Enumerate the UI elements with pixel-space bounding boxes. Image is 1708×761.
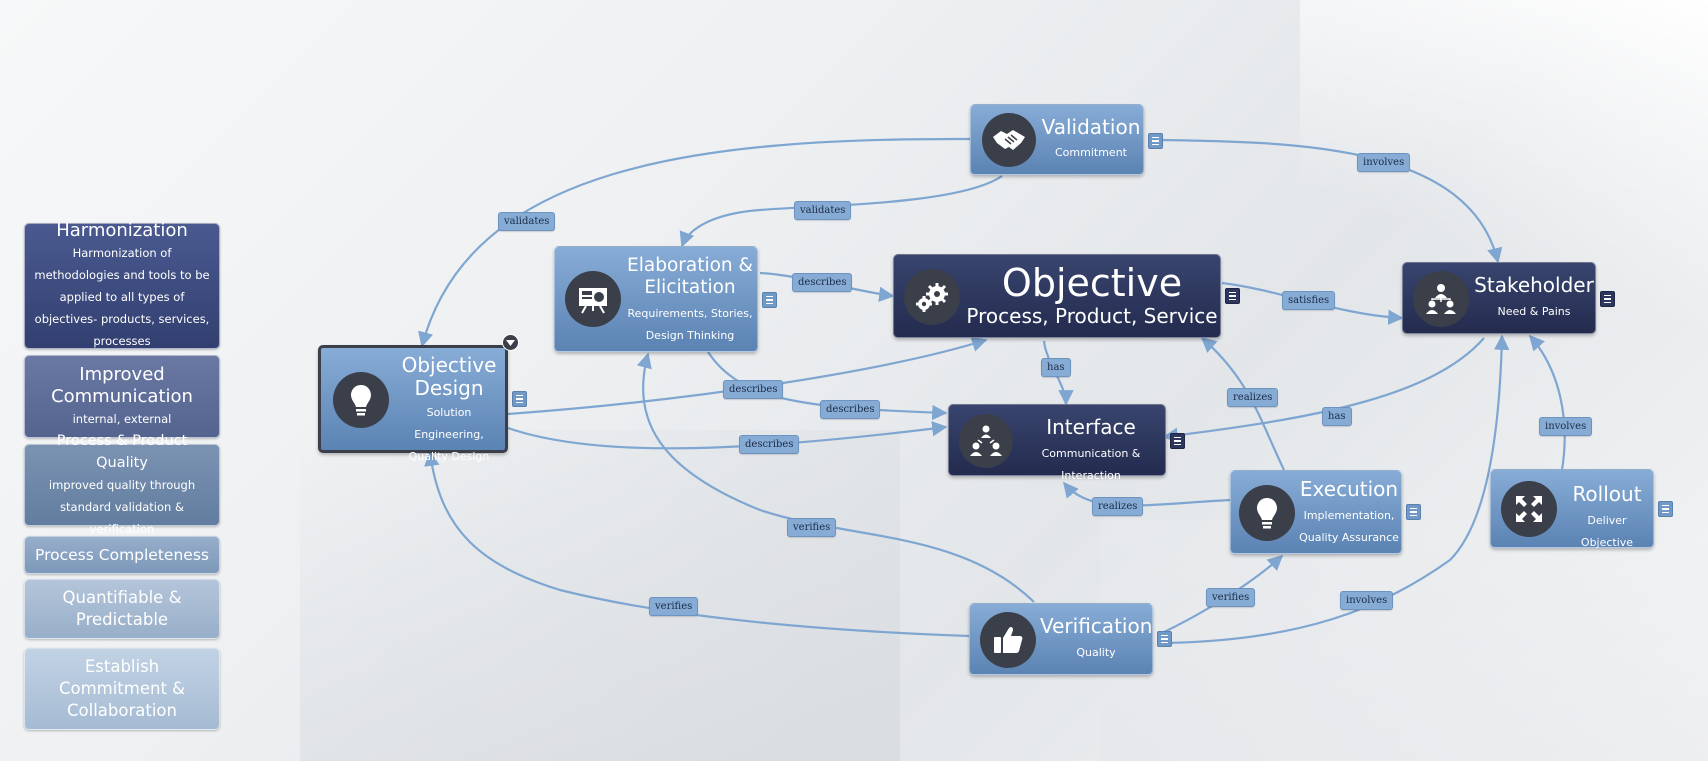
legend-title: Improved Communication bbox=[51, 363, 193, 407]
edge-validation-stakeholder bbox=[1159, 138, 1503, 264]
note-icon[interactable] bbox=[1157, 631, 1172, 647]
edge-label-satisfies[interactable]: satisfies bbox=[1282, 291, 1336, 310]
node-title: Objective bbox=[1001, 261, 1183, 305]
edge-label-verifies[interactable]: verifies bbox=[649, 597, 699, 616]
edge-validation-elaboration bbox=[679, 175, 1003, 248]
edge-label-validates[interactable]: validates bbox=[498, 212, 556, 231]
lightbulb-icon bbox=[1239, 485, 1295, 541]
legend-establish-commitment[interactable]: Establish Commitment & Collaboration bbox=[24, 648, 220, 730]
node-rollout[interactable]: Rollout Deliver Objective bbox=[1490, 469, 1654, 549]
edge-label-verifies[interactable]: verifies bbox=[1206, 588, 1256, 607]
node-validation[interactable]: Validation Commitment bbox=[970, 104, 1144, 175]
expand-arrows-icon bbox=[1501, 481, 1557, 537]
legend-subtitle: internal, external bbox=[72, 411, 172, 426]
edge-label-describes[interactable]: describes bbox=[723, 380, 784, 399]
edge-label-verifies[interactable]: verifies bbox=[787, 518, 837, 537]
edge-label-realizes[interactable]: realizes bbox=[1092, 497, 1144, 516]
legend-title: Establish Commitment & Collaboration bbox=[58, 657, 186, 720]
note-icon[interactable] bbox=[1148, 133, 1163, 149]
edge-label-describes[interactable]: describes bbox=[792, 273, 853, 292]
node-title: Rollout bbox=[1572, 482, 1642, 506]
legend-title: Process & Product Quality bbox=[56, 433, 188, 471]
edge-label-realizes[interactable]: realizes bbox=[1227, 388, 1279, 407]
node-subtitle: Process, Product, Service bbox=[966, 304, 1218, 328]
legend-title: Harmonization bbox=[56, 220, 188, 241]
note-icon[interactable] bbox=[1600, 291, 1615, 307]
node-objective-design[interactable]: Objective Design Solution Engineering, Q… bbox=[318, 345, 508, 463]
node-title: Stakeholder bbox=[1474, 273, 1594, 297]
node-title: Elaboration & Elicitation bbox=[627, 255, 753, 298]
edge-label-involves[interactable]: involves bbox=[1340, 591, 1394, 610]
node-subtitle: Implementation, Quality Assurance bbox=[1299, 509, 1399, 544]
node-subtitle: Solution Engineering, Quality Design bbox=[408, 406, 490, 463]
note-icon[interactable] bbox=[512, 391, 527, 407]
collapse-toggle-icon[interactable] bbox=[502, 334, 519, 351]
legend-improved-communication[interactable]: Improved Communication internal, externa… bbox=[24, 355, 220, 438]
node-subtitle: Quality bbox=[1076, 646, 1116, 659]
edge-verification-stakeholder bbox=[1167, 334, 1510, 645]
legend-subtitle: Harmonization of methodologies and tools… bbox=[34, 246, 210, 348]
node-elaboration-elicitation[interactable]: Elaboration & Elicitation Requirements, … bbox=[554, 246, 758, 352]
node-subtitle: Requirements, Stories, Design Thinking bbox=[627, 307, 753, 342]
legend-process-product-quality[interactable]: Process & Product Quality improved quali… bbox=[24, 433, 220, 536]
node-title: Execution bbox=[1299, 477, 1399, 501]
node-title: Validation bbox=[1041, 115, 1141, 139]
edge-validation-objective-design bbox=[418, 137, 971, 348]
presentation-icon bbox=[565, 271, 621, 327]
node-subtitle: Commitment bbox=[1055, 146, 1127, 159]
thumbs-up-icon bbox=[980, 612, 1036, 668]
node-subtitle: Deliver Objective bbox=[1580, 514, 1634, 549]
note-icon[interactable] bbox=[1406, 504, 1421, 520]
edge-label-validates[interactable]: validates bbox=[794, 201, 852, 220]
edge-label-describes[interactable]: describes bbox=[739, 435, 800, 454]
people-exchange-icon bbox=[959, 414, 1013, 468]
edge-elaboration-interface bbox=[707, 351, 948, 421]
people-network-icon bbox=[1413, 271, 1469, 327]
edge-stakeholder-interface bbox=[1162, 337, 1485, 443]
handshake-icon bbox=[982, 113, 1036, 167]
note-icon[interactable] bbox=[1225, 288, 1240, 304]
node-objective[interactable]: Objective Process, Product, Service bbox=[893, 254, 1221, 338]
edge-objective-design-interface bbox=[507, 421, 948, 450]
note-icon[interactable] bbox=[1658, 501, 1673, 517]
node-subtitle: Communication & Interaction bbox=[1041, 447, 1141, 482]
legend-title: Process Completeness bbox=[35, 546, 209, 564]
node-verification[interactable]: Verification Quality bbox=[969, 603, 1153, 675]
node-stakeholder[interactable]: Stakeholder Need & Pains bbox=[1402, 262, 1596, 334]
edge-label-has[interactable]: has bbox=[1322, 407, 1352, 426]
edge-label-describes[interactable]: describes bbox=[820, 400, 881, 419]
node-title: Verification bbox=[1040, 614, 1153, 638]
node-title: Objective Design bbox=[401, 353, 497, 400]
edge-label-involves[interactable]: involves bbox=[1357, 153, 1411, 172]
node-title: Interface bbox=[1046, 415, 1136, 439]
edge-label-has[interactable]: has bbox=[1041, 358, 1071, 377]
edge-rollout-stakeholder bbox=[1528, 334, 1566, 471]
gears-icon bbox=[904, 269, 960, 325]
legend-quantifiable-predictable[interactable]: Quantifiable & Predictable bbox=[24, 579, 220, 639]
node-execution[interactable]: Execution Implementation, Quality Assura… bbox=[1230, 470, 1402, 554]
edge-label-involves[interactable]: involves bbox=[1539, 417, 1593, 436]
note-icon[interactable] bbox=[1170, 433, 1185, 449]
legend-harmonization[interactable]: Harmonization Harmonization of methodolo… bbox=[24, 220, 220, 349]
edge-verification-objective-design bbox=[424, 450, 970, 638]
node-subtitle: Need & Pains bbox=[1497, 305, 1571, 318]
lightbulb-icon bbox=[333, 372, 389, 428]
node-interface[interactable]: Interface Communication & Interaction bbox=[948, 404, 1166, 482]
legend-process-completeness[interactable]: Process Completeness bbox=[24, 536, 220, 574]
legend-subtitle: improved quality through standard valida… bbox=[48, 478, 196, 536]
edge-verification-elaboration bbox=[636, 352, 1035, 603]
legend-title: Quantifiable & Predictable bbox=[62, 588, 182, 629]
note-icon[interactable] bbox=[762, 292, 777, 308]
